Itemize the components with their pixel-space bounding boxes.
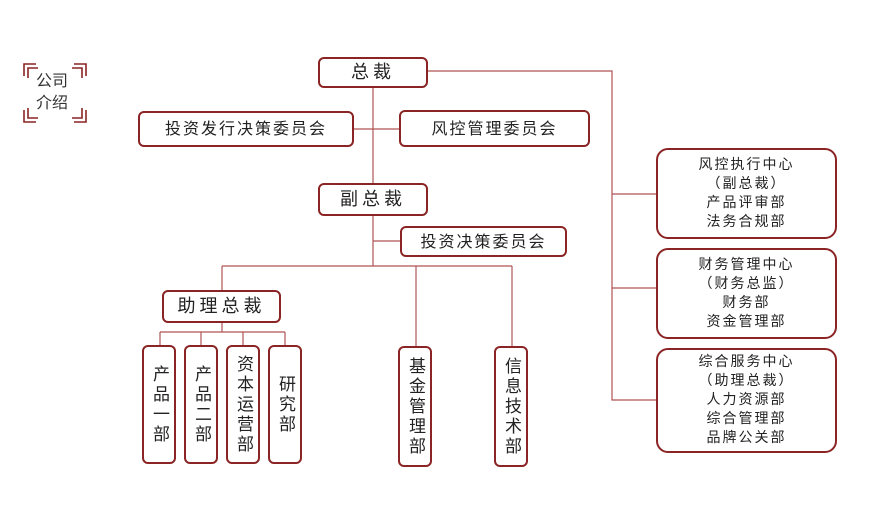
- center-service-line: 品牌公关部: [706, 430, 787, 446]
- center-risk: 风控执行中心 （副总裁） 产品评审部 法务合规部: [656, 148, 837, 239]
- node-product2-label: 产品二部: [191, 364, 211, 445]
- center-service-line: （助理总裁）: [698, 373, 795, 389]
- node-fund-mgmt: 基金管理部: [398, 346, 432, 467]
- center-finance: 财务管理中心 （财务总监） 财务部 资金管理部: [656, 248, 837, 339]
- center-risk-line: 法务合规部: [706, 213, 787, 230]
- center-risk-line: 风控执行中心: [698, 156, 795, 173]
- node-capital-ops: 资本运营部: [226, 345, 260, 464]
- center-finance-line: 财务管理中心: [698, 256, 795, 273]
- center-service-line: 综合服务中心: [698, 354, 795, 370]
- node-president: 总裁: [318, 57, 428, 88]
- center-finance-line: （财务总监）: [698, 275, 795, 292]
- node-assistant-president: 助理总裁: [162, 290, 281, 323]
- center-service: 综合服务中心 （助理总裁） 人力资源部 综合管理部 品牌公关部: [656, 348, 837, 453]
- center-risk-line: （副总裁）: [706, 175, 787, 192]
- center-finance-line: 资金管理部: [706, 313, 787, 330]
- node-it-dept: 信息技术部: [494, 346, 528, 467]
- node-product1: 产品一部: [142, 345, 176, 464]
- logo-line1: 公司: [36, 71, 69, 90]
- company-intro-logo: 公司 介绍: [22, 62, 88, 124]
- node-product2: 产品二部: [184, 345, 218, 464]
- node-invest-committee: 投资决策委员会: [400, 226, 567, 257]
- center-service-line: 人力资源部: [706, 392, 787, 408]
- node-it-dept-label: 信息技术部: [501, 356, 521, 457]
- node-product1-label: 产品一部: [149, 364, 169, 445]
- center-service-line: 综合管理部: [706, 411, 787, 427]
- node-research: 研究部: [268, 345, 302, 464]
- node-capital-ops-label: 资本运营部: [233, 354, 253, 455]
- center-finance-line: 财务部: [722, 294, 771, 311]
- node-invest-issue-committee: 投资发行决策委员会: [138, 111, 354, 147]
- center-risk-line: 产品评审部: [706, 194, 787, 211]
- node-vp: 副总裁: [318, 183, 428, 216]
- logo-line2: 介绍: [36, 93, 69, 112]
- node-research-label: 研究部: [275, 374, 295, 435]
- node-risk-committee: 风控管理委员会: [399, 110, 590, 147]
- node-fund-mgmt-label: 基金管理部: [405, 356, 425, 457]
